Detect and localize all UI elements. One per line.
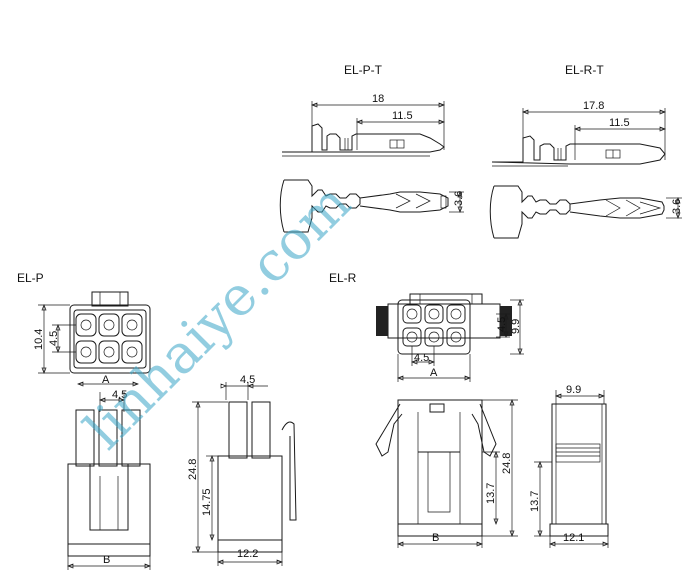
el-p-bottom-view: A 4.5 B — [67, 374, 151, 570]
dim-el-p-side-sub: 14.75 — [201, 488, 213, 516]
el-p-front-view: 10.4 4.5 — [33, 291, 151, 374]
dim-el-r-pitch-h: 4.5 — [414, 352, 429, 364]
dim-el-r-side-w: 9.9 — [566, 384, 581, 396]
dim-el-p-a: A — [102, 374, 110, 386]
dim-el-p-side-width: 12.2 — [237, 548, 258, 560]
dim-el-r-t-height: 3.6 — [671, 199, 683, 214]
el-r-side-view: 9.9 13.7 12.1 — [529, 384, 609, 548]
el-r-t-side-view: 17.8 11.5 — [491, 100, 666, 167]
dim-el-r-t-length: 17.8 — [583, 100, 604, 112]
dim-el-r-side-width: 12.1 — [563, 532, 584, 544]
label-el-r: EL-R — [329, 271, 357, 285]
dim-el-p-pitch-h: 4.5 — [112, 389, 127, 401]
dim-el-r-side-height: 13.7 — [529, 491, 541, 512]
dim-el-p-t-sub: 11.5 — [392, 110, 413, 122]
dim-el-p-t-height: 3.6 — [453, 191, 465, 206]
dim-el-r-a: A — [430, 367, 438, 379]
dim-el-p-b: B — [103, 554, 110, 566]
dim-el-r-b: B — [432, 532, 439, 544]
el-p-t-side-view: 18 11.5 — [282, 93, 445, 157]
label-el-r-t: EL-R-T — [565, 63, 604, 77]
dim-el-p-side-pitch: 4.5 — [240, 374, 255, 386]
el-r-t-plan-view: 3.6 — [489, 185, 683, 239]
el-p-side-view: 4.5 24.8 14.75 12.2 — [187, 374, 297, 566]
el-r-front-view: 4.5 9.9 4.5 A — [376, 293, 524, 382]
dim-el-r-pitch-v: 4.5 — [496, 317, 508, 332]
dim-el-p-side-height: 24.8 — [187, 459, 199, 480]
el-p-t-plan-view: 3.6 — [279, 179, 465, 233]
label-el-p: EL-P — [17, 271, 44, 285]
dim-el-p-pitch-v: 4.5 — [48, 331, 60, 346]
dim-el-r-height-total: 24.8 — [501, 453, 513, 474]
label-el-p-t: EL-P-T — [344, 63, 383, 77]
dim-el-r-t-sub: 11.5 — [609, 117, 630, 129]
watermark-text: linhaiye.com — [73, 171, 363, 461]
dim-el-p-t-length: 18 — [372, 93, 384, 105]
dim-el-p-height: 10.4 — [33, 329, 45, 350]
dim-el-r-sub-height: 13.7 — [485, 483, 497, 504]
el-r-bottom-view: B 24.8 13.7 — [375, 399, 518, 548]
dim-el-r-height: 9.9 — [510, 319, 522, 334]
